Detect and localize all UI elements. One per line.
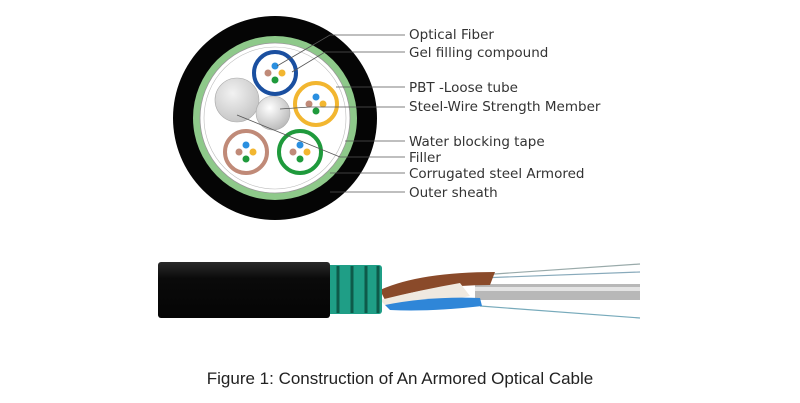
cable-photo (158, 262, 641, 319)
label-strength-member: Steel-Wire Strength Member (409, 99, 601, 115)
loose-tube-blue (252, 50, 298, 96)
label-filler: Filler (409, 150, 441, 166)
label-optical-fiber: Optical Fiber (409, 27, 494, 43)
label-gel-filling: Gel filling compound (409, 45, 548, 61)
label-armor: Corrugated steel Armored (409, 166, 584, 182)
strength-member (475, 284, 640, 300)
label-water-blocking-tape: Water blocking tape (409, 134, 545, 150)
label-loose-tube: PBT -Loose tube (409, 80, 518, 96)
loose-tube-brown (223, 129, 269, 175)
cross-section-diagram (173, 16, 405, 220)
steel-armor (326, 265, 382, 314)
outer-jacket (158, 262, 330, 318)
loose-tube-green (277, 129, 323, 175)
component-labels: Optical Fiber Gel filling compound PBT -… (409, 27, 601, 201)
figure-caption: Figure 1: Construction of An Armored Opt… (206, 369, 594, 388)
leader-lines (236, 34, 405, 193)
blue-tube (385, 297, 482, 311)
cable-figure: Optical Fiber Gel filling compound PBT -… (158, 16, 641, 319)
loose-tube-yellow (293, 81, 339, 127)
filler (214, 77, 260, 123)
label-outer-sheath: Outer sheath (409, 185, 498, 201)
brown-tube (380, 272, 495, 300)
